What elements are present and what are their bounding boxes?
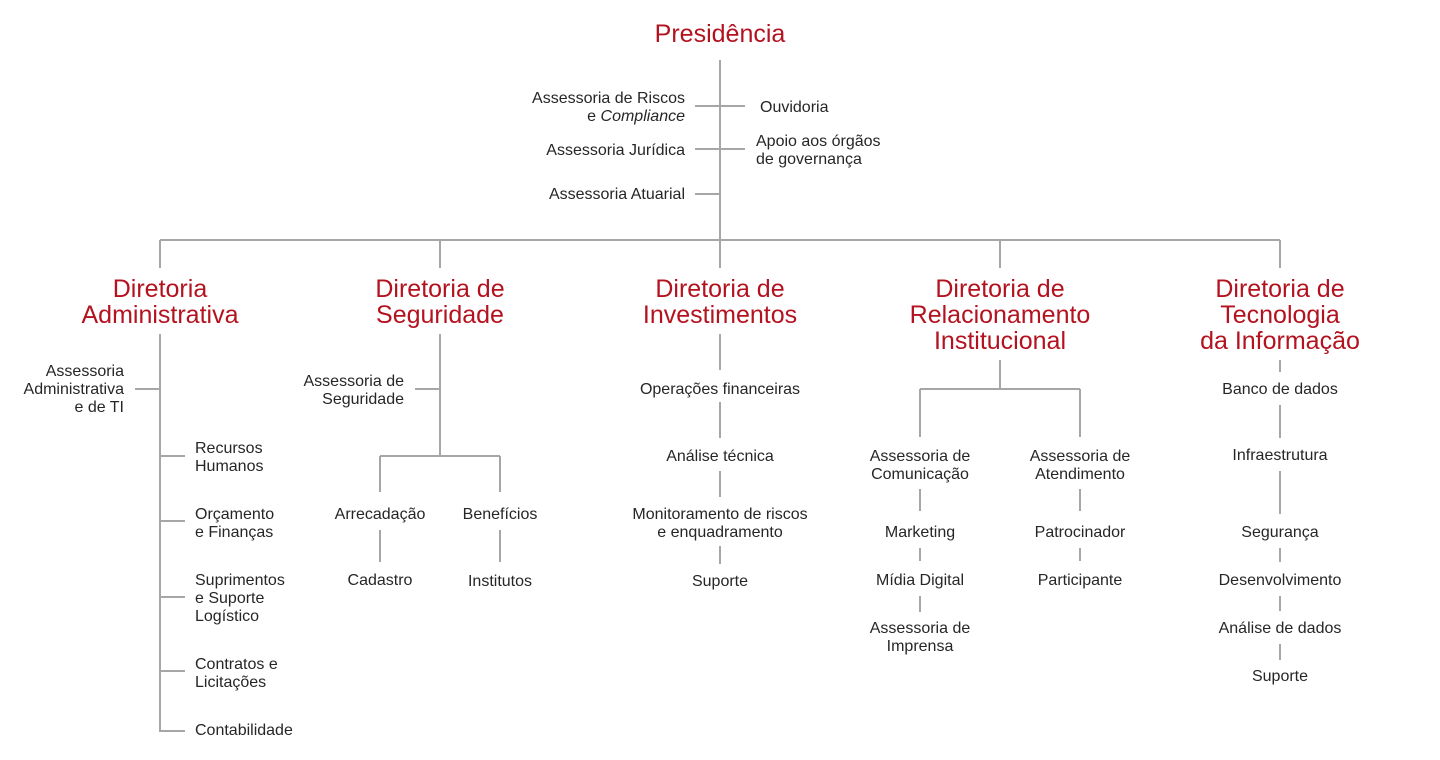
assessoria-seguridade-line1: Assessoria de [304,373,405,390]
desenvolvimento: Desenvolvimento [1219,572,1342,589]
beneficios: Benefícios [463,506,538,523]
assessoria-comunicacao-line1: Assessoria de [870,448,971,465]
institutos: Institutos [468,573,532,590]
diretoria-relacionamento-title-line1: Diretoria de [935,275,1064,303]
contratos-line1: Contratos e [195,656,278,673]
arrecadacao: Arrecadação [335,506,426,523]
diretoria-tecnologia-title-line1: Diretoria de [1215,275,1344,303]
monitoramento-line2: e enquadramento [657,524,783,541]
assessoria-atendimento-line2: Atendimento [1035,466,1125,483]
ouvidoria: Ouvidoria [760,99,829,116]
assessoria-riscos-compliance: Compliance [601,108,686,125]
seguranca: Segurança [1241,524,1318,541]
diretoria-investimentos-group: Diretoria de Investimentos Operações fin… [632,275,807,590]
assessoria-riscos-line1: Assessoria de Riscos [532,90,685,107]
orcamento-line1: Orçamento [195,506,274,523]
banco-de-dados: Banco de dados [1222,381,1338,398]
diretoria-administrativa-title-line1: Diretoria [113,275,208,303]
suporte-investimentos: Suporte [692,573,748,590]
recursos-humanos-line2: Humanos [195,458,263,475]
assessoria-riscos-prefix: e [587,108,600,125]
suprimentos-line3: Logístico [195,608,259,625]
assessoria-imprensa-line2: Imprensa [887,638,954,655]
operacoes-financeiras: Operações financeiras [640,381,800,398]
presidencia-group: Presidência Assessoria de Riscos e Compl… [532,20,880,203]
assessoria-comunicacao-line2: Comunicação [871,466,969,483]
diretoria-relacionamento-title-line3: Institucional [934,327,1066,355]
contabilidade: Contabilidade [195,722,293,739]
assessoria-administrativa-line3: e de TI [74,399,124,416]
assessoria-juridica: Assessoria Jurídica [546,142,685,159]
apoio-governanca-line2: de governança [756,151,862,168]
monitoramento-line1: Monitoramento de riscos [632,506,807,523]
recursos-humanos-line1: Recursos [195,440,263,457]
diretoria-relacionamento-title-line2: Relacionamento [910,301,1091,329]
diretoria-investimentos-title-line2: Investimentos [643,301,797,329]
contratos-line2: Licitações [195,674,266,691]
cadastro: Cadastro [348,572,413,589]
diretoria-relacionamento-group: Diretoria de Relacionamento Instituciona… [870,275,1131,655]
diretoria-administrativa-group: Diretoria Administrativa Assessoria Admi… [24,275,293,739]
diretoria-seguridade-title-line1: Diretoria de [375,275,504,303]
diretoria-tecnologia-group: Diretoria de Tecnologia da Informação Ba… [1200,275,1360,685]
assessoria-riscos-line2: e Compliance [587,108,685,125]
diretoria-administrativa-title-line2: Administrativa [82,301,239,329]
analise-de-dados: Análise de dados [1219,620,1342,637]
assessoria-atendimento-line1: Assessoria de [1030,448,1131,465]
diretoria-tecnologia-title-line3: da Informação [1200,327,1360,355]
diretoria-seguridade-title-line2: Seguridade [376,301,504,329]
connector-lines [135,60,1281,732]
orcamento-line2: e Finanças [195,524,273,541]
assessoria-administrativa-line1: Assessoria [46,363,124,380]
suprimentos-line2: e Suporte [195,590,264,607]
assessoria-seguridade-line2: Seguridade [322,391,404,408]
participante: Participante [1038,572,1123,589]
suprimentos-line1: Suprimentos [195,572,285,589]
infraestrutura: Infraestrutura [1232,447,1327,464]
assessoria-atuarial: Assessoria Atuarial [549,186,685,203]
assessoria-administrativa-line2: Administrativa [24,381,125,398]
apoio-governanca-line1: Apoio aos órgãos [756,133,881,150]
suporte-tecnologia: Suporte [1252,668,1308,685]
marketing: Marketing [885,524,955,541]
patrocinador: Patrocinador [1035,524,1126,541]
diretoria-seguridade-group: Diretoria de Seguridade Assessoria de Se… [304,275,538,590]
midia-digital: Mídia Digital [876,572,964,589]
analise-tecnica: Análise técnica [666,448,774,465]
diretoria-tecnologia-title-line2: Tecnologia [1220,301,1340,329]
presidencia-title: Presidência [655,20,786,48]
assessoria-imprensa-line1: Assessoria de [870,620,971,637]
diretoria-investimentos-title-line1: Diretoria de [655,275,784,303]
